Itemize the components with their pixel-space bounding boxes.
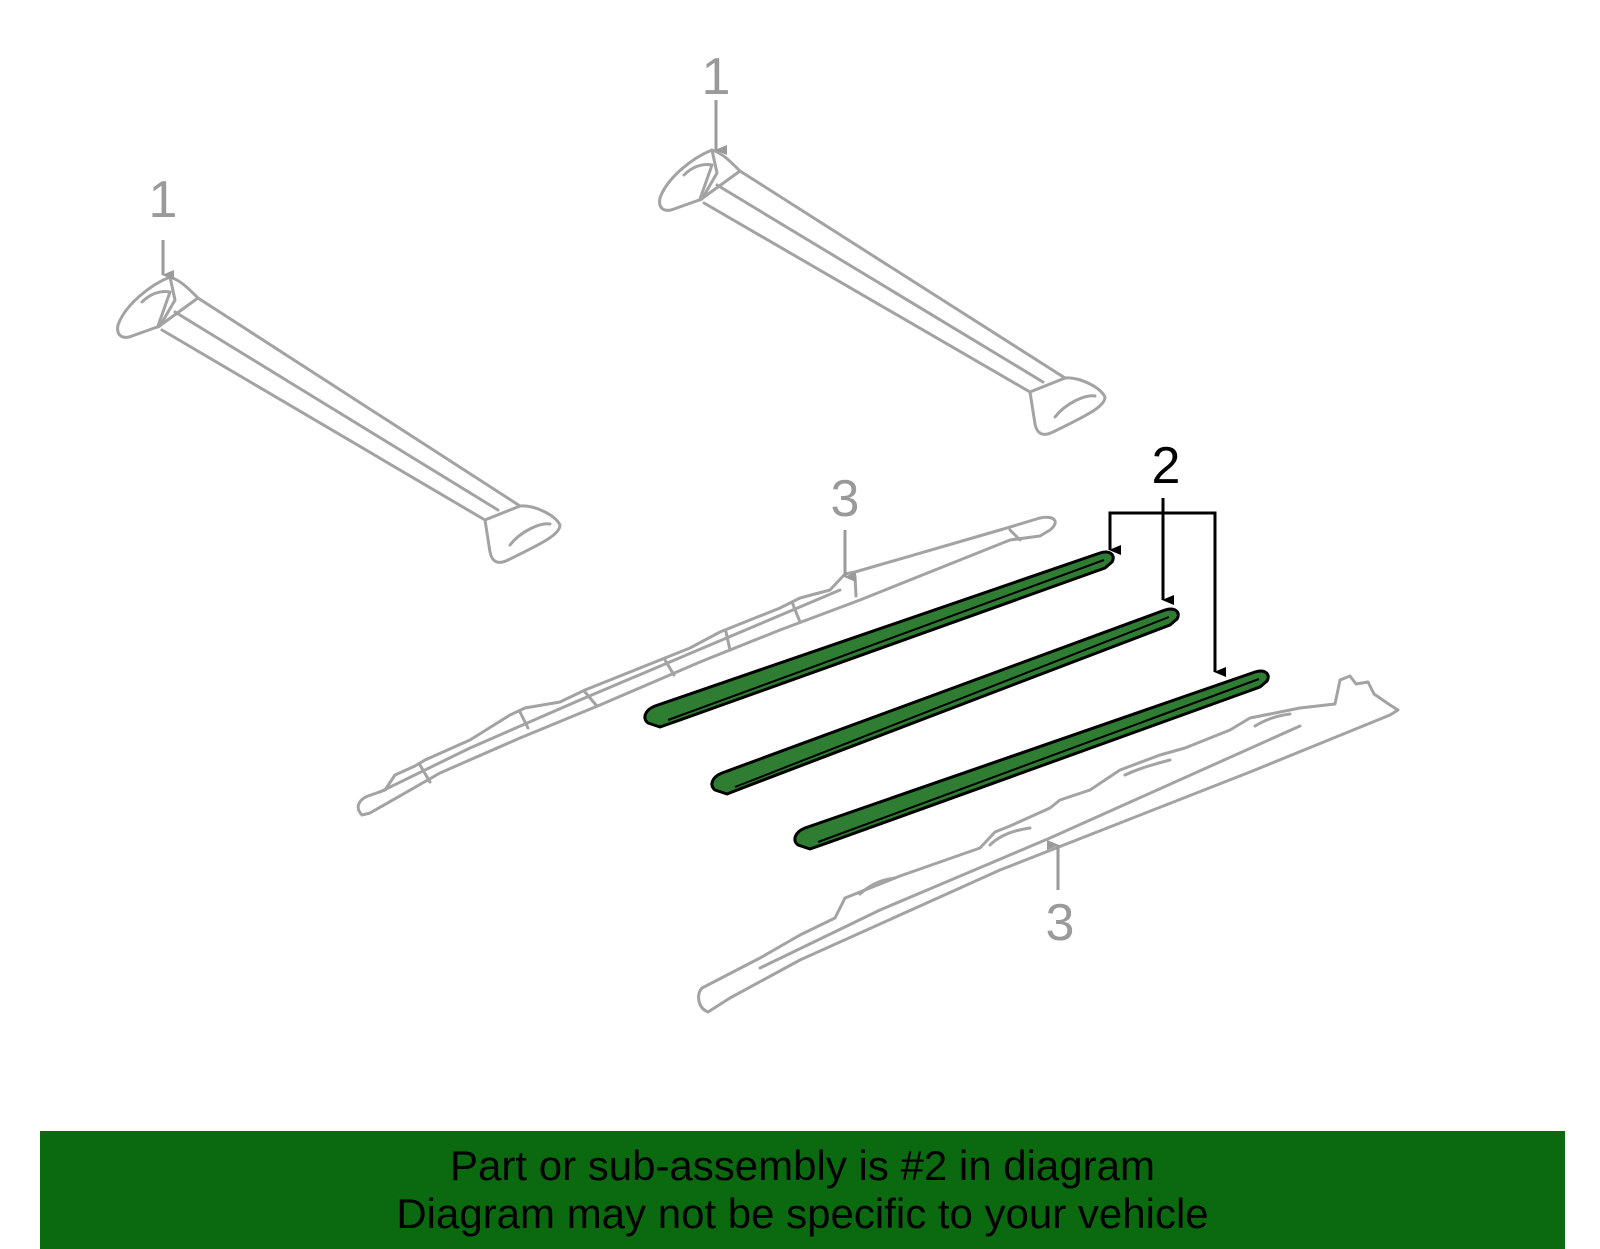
callout-rail-left: 3	[831, 470, 860, 528]
banner-line-disclaimer: Diagram may not be specific to your vehi…	[396, 1190, 1209, 1237]
rail-left	[356, 515, 1057, 817]
callout-slats: 2	[1152, 437, 1181, 495]
slat-3	[793, 669, 1270, 851]
banner-line-part: Part or sub-assembly is #2 in diagram	[450, 1142, 1155, 1189]
callout-crossbar-right: 1	[702, 48, 731, 106]
crossbar-right	[658, 148, 1107, 436]
callout-crossbar-left: 1	[149, 171, 178, 229]
slat-2	[710, 607, 1180, 796]
crossbar-left	[116, 275, 562, 564]
leader-slats	[1108, 498, 1226, 677]
callout-rail-right: 3	[1046, 894, 1075, 952]
info-banner: Part or sub-assembly is #2 in diagram Di…	[40, 1131, 1565, 1249]
slat-1	[643, 550, 1115, 729]
